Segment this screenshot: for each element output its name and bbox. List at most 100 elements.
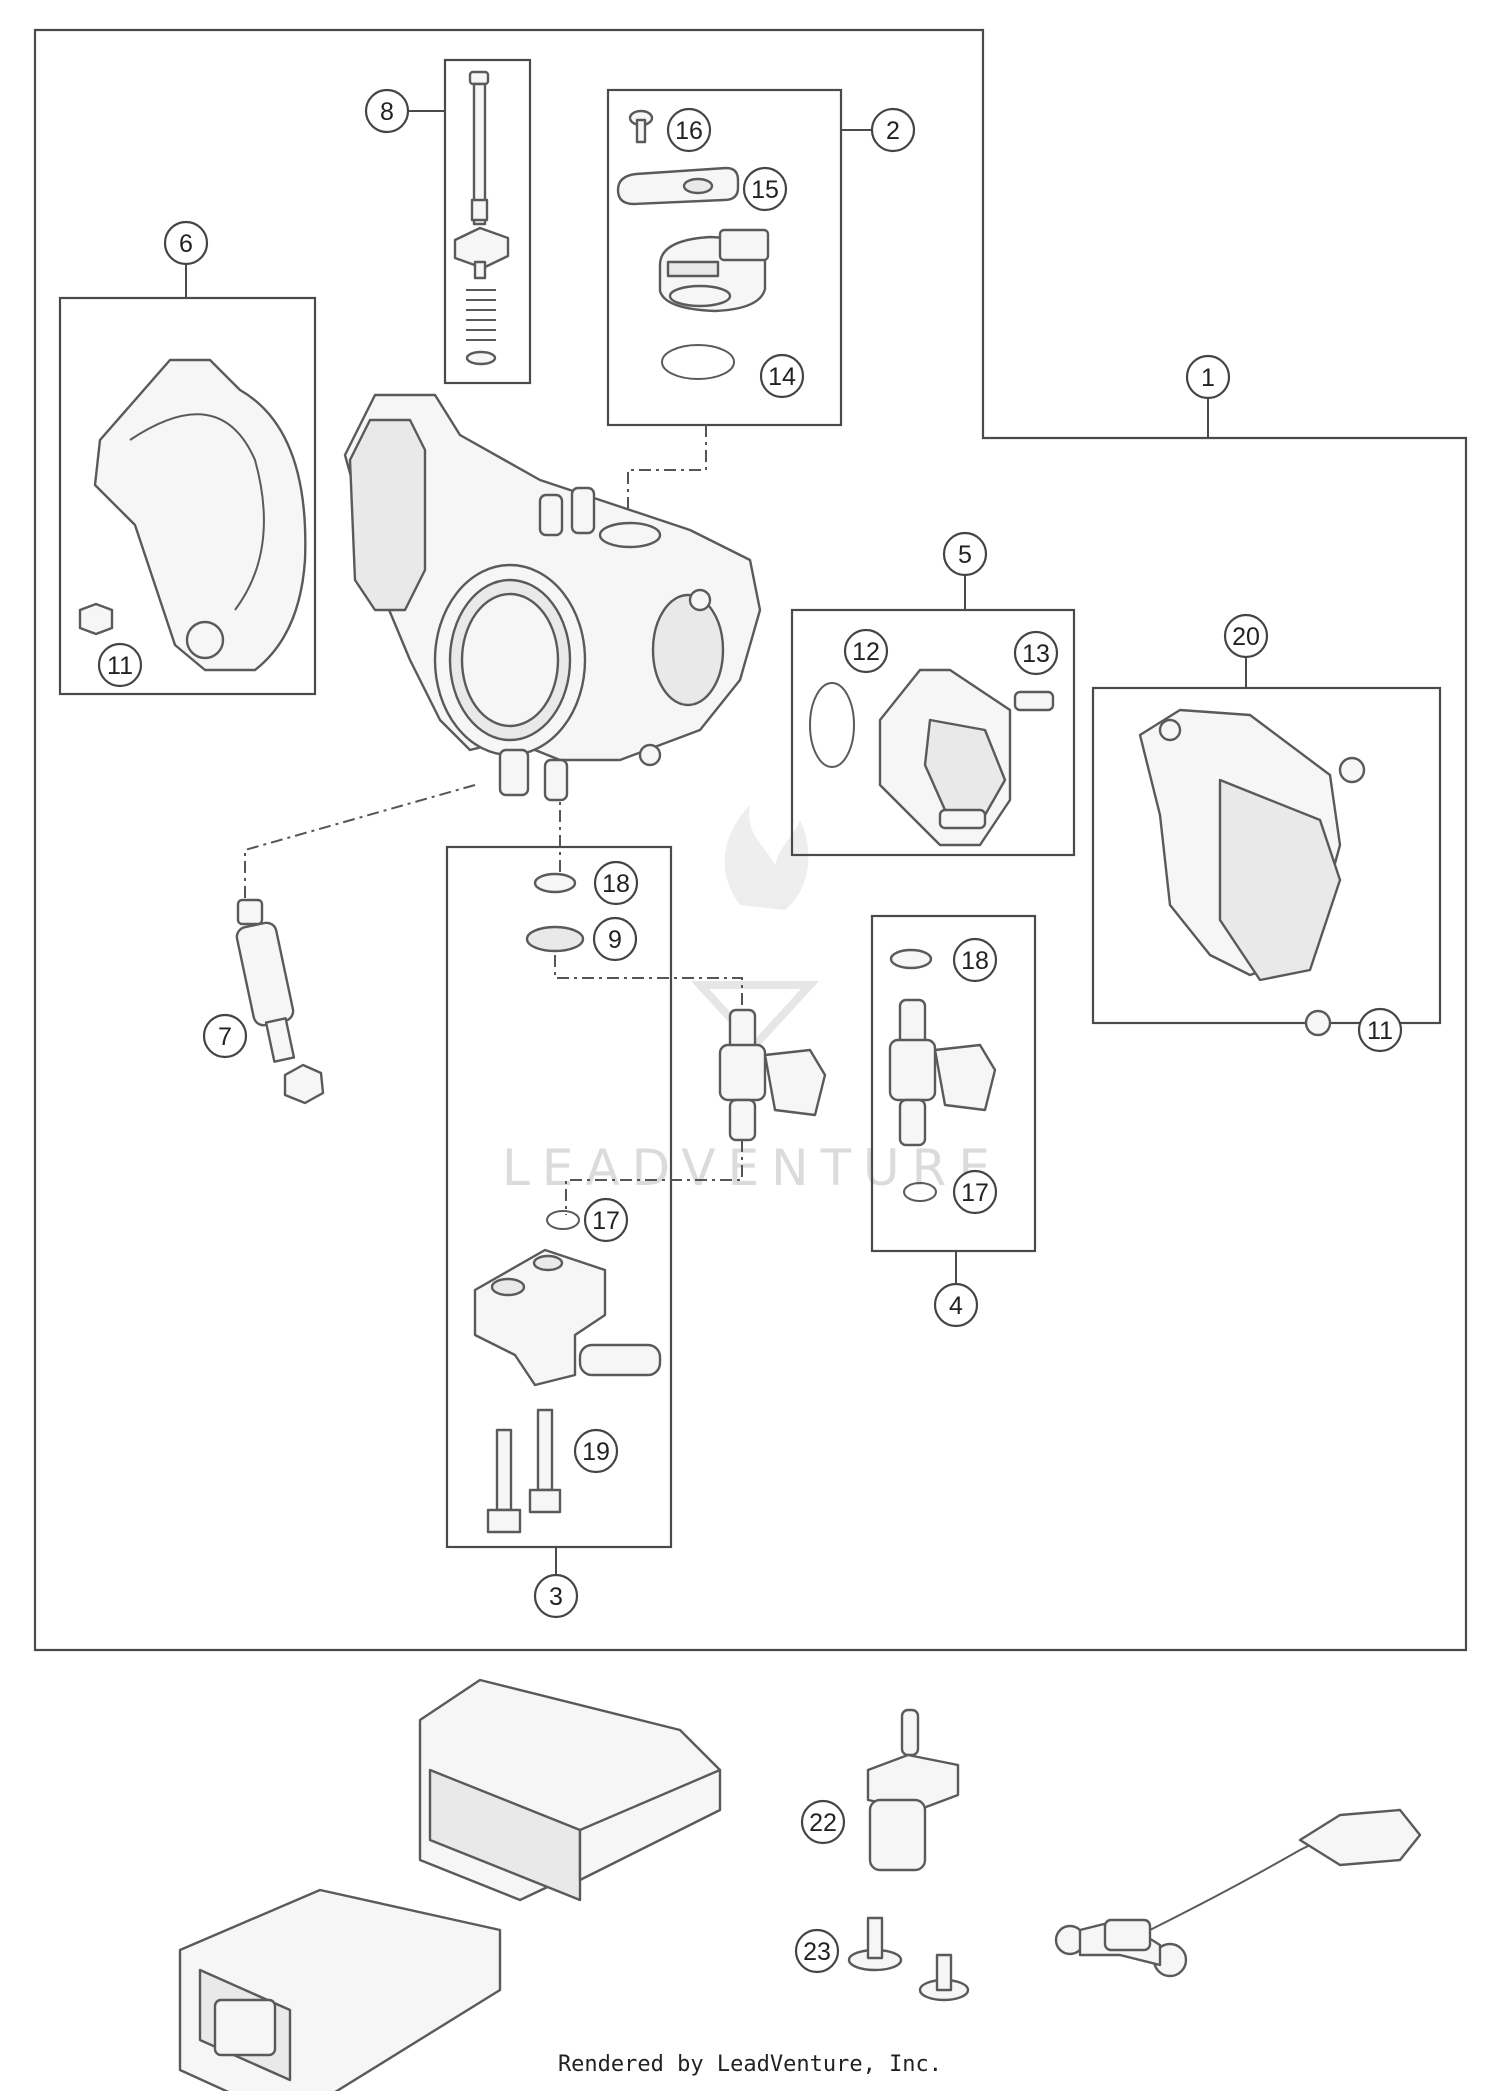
assembly-6-frame bbox=[58, 296, 317, 696]
callout-number: 13 bbox=[1022, 640, 1050, 668]
leader-lines bbox=[185, 110, 1247, 1575]
sensor-7-part bbox=[235, 898, 325, 1105]
ecu-27-part bbox=[178, 1888, 502, 2091]
callout-circle bbox=[592, 916, 638, 962]
callout-number: 1 bbox=[1201, 364, 1215, 392]
callout-number: 4 bbox=[949, 1292, 963, 1320]
callout-circle bbox=[202, 1013, 248, 1059]
sensor-20-part bbox=[1138, 708, 1366, 1037]
callout-circle bbox=[573, 1428, 619, 1474]
callout-number: 8 bbox=[380, 98, 394, 126]
callout-circle bbox=[843, 628, 889, 674]
callout-number: 18 bbox=[961, 947, 989, 975]
assembly-20-frame bbox=[1091, 686, 1442, 1025]
callout-circle bbox=[1357, 1007, 1403, 1053]
callout-number: 23 bbox=[803, 1938, 831, 1966]
callout-16: 16 bbox=[666, 107, 712, 153]
callout-circle bbox=[942, 531, 988, 577]
callout-number: 17 bbox=[592, 1207, 620, 1235]
callout-number: 7 bbox=[218, 1023, 232, 1051]
injector-3-part bbox=[718, 1008, 827, 1142]
callout-circle bbox=[952, 1169, 998, 1215]
callout-number: 2 bbox=[886, 117, 900, 145]
callout-number: 14 bbox=[768, 363, 796, 391]
callout-8: 8 bbox=[364, 88, 410, 134]
sensor-22-part bbox=[847, 1708, 970, 2002]
callout-circle bbox=[593, 860, 639, 906]
throttle-sensor-kit-part bbox=[616, 109, 770, 380]
callout-number: 17 bbox=[961, 1179, 989, 1207]
callout-number: 5 bbox=[958, 541, 972, 569]
callout-13: 13 bbox=[1013, 630, 1059, 676]
callout-number: 3 bbox=[549, 1583, 563, 1611]
callout-7: 7 bbox=[202, 1013, 248, 1059]
injector-4-part bbox=[888, 948, 997, 1202]
callout-circle bbox=[1223, 613, 1269, 659]
callout-number: 18 bbox=[602, 870, 630, 898]
callout-circle bbox=[1013, 630, 1059, 676]
callout-circle bbox=[1185, 354, 1231, 400]
callout-9: 9 bbox=[592, 916, 638, 962]
callout-22: 22 bbox=[800, 1799, 846, 1845]
callout-circle bbox=[933, 1282, 979, 1328]
callout-5: 5 bbox=[942, 531, 988, 577]
callout-19: 19 bbox=[573, 1428, 619, 1474]
assembly-guides bbox=[244, 425, 743, 1215]
callout-circle bbox=[794, 1928, 840, 1974]
idle-screw-part bbox=[453, 70, 510, 366]
callout-circle bbox=[533, 1573, 579, 1619]
callout-circle bbox=[364, 88, 410, 134]
callout-11: 11 bbox=[97, 642, 143, 688]
fuel-rail-3-part bbox=[473, 872, 662, 1534]
callout-circle bbox=[952, 937, 998, 983]
callout-number: 9 bbox=[608, 926, 622, 954]
ecu-28-part bbox=[418, 1678, 722, 1902]
watermark-text: LEADVENTURE bbox=[502, 1139, 1002, 1197]
callout-number: 15 bbox=[751, 176, 779, 204]
callout-circle bbox=[800, 1799, 846, 1845]
callout-number: 20 bbox=[1232, 623, 1260, 651]
sensor-5-part bbox=[809, 668, 1055, 847]
callout-20: 20 bbox=[1223, 613, 1269, 659]
assembly-1-frame bbox=[33, 28, 1468, 1652]
callout-circle bbox=[870, 107, 916, 153]
callout-number: 6 bbox=[179, 230, 193, 258]
callout-18: 18 bbox=[593, 860, 639, 906]
assembly-8-frame bbox=[443, 58, 532, 385]
callout-circle bbox=[583, 1197, 629, 1243]
callout-23: 23 bbox=[794, 1928, 840, 1974]
assembly-4-frame bbox=[870, 914, 1037, 1253]
callout-circle bbox=[163, 220, 209, 266]
render-credit: Rendered by LeadVenture, Inc. bbox=[557, 2052, 943, 2077]
callout-17: 17 bbox=[952, 1169, 998, 1215]
callout-circle bbox=[742, 166, 788, 212]
callout-17: 17 bbox=[583, 1197, 629, 1243]
callout-number: 16 bbox=[675, 117, 703, 145]
assembly-5-frame bbox=[790, 608, 1076, 857]
callout-number: 11 bbox=[1367, 1017, 1393, 1045]
callout-15: 15 bbox=[742, 166, 788, 212]
callout-number: 19 bbox=[582, 1438, 610, 1466]
callout-12: 12 bbox=[843, 628, 889, 674]
callout-1: 1 bbox=[1185, 354, 1231, 400]
cover-6-part bbox=[78, 358, 307, 672]
callout-number: 22 bbox=[809, 1809, 837, 1837]
watermark: LEADVENTURE bbox=[502, 805, 1002, 1197]
callout-circle bbox=[759, 353, 805, 399]
callout-3: 3 bbox=[533, 1573, 579, 1619]
callout-circle bbox=[666, 107, 712, 153]
callout-4: 4 bbox=[933, 1282, 979, 1328]
callout-14: 14 bbox=[759, 353, 805, 399]
callout-6: 6 bbox=[163, 220, 209, 266]
callout-18: 18 bbox=[952, 937, 998, 983]
throttle-body-part bbox=[343, 393, 762, 802]
callout-circle bbox=[97, 642, 143, 688]
callout-11: 11 bbox=[1357, 1007, 1403, 1053]
callout-number: 11 bbox=[107, 652, 133, 680]
callout-number: 12 bbox=[852, 638, 880, 666]
callout-2: 2 bbox=[870, 107, 916, 153]
sensor-24-part bbox=[1054, 1808, 1422, 1978]
assembly-2-frame bbox=[606, 88, 843, 427]
